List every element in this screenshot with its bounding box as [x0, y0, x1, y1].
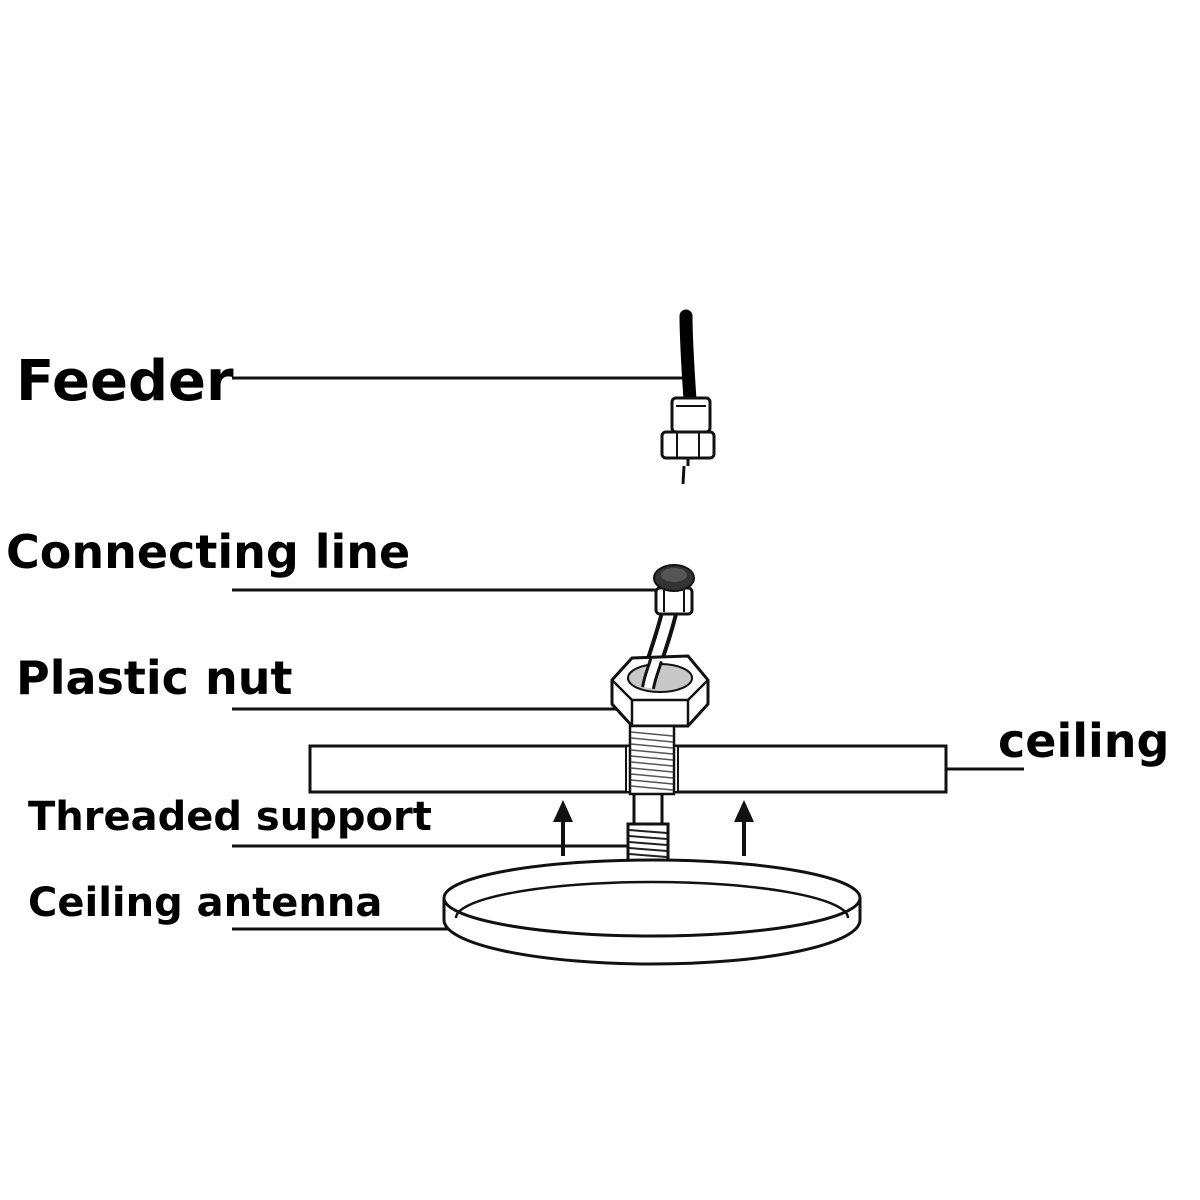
label-feeder: Feeder: [16, 349, 234, 414]
label-ceiling-antenna: Ceiling antenna: [28, 880, 382, 926]
label-plastic-nut: Plastic nut: [16, 651, 292, 705]
up-arrow-icon: [734, 800, 754, 856]
label-ceiling: ceiling: [998, 714, 1169, 768]
up-arrow-icon: [553, 800, 573, 856]
label-connecting-line: Connecting line: [6, 525, 410, 579]
label-threaded-support: Threaded support: [28, 794, 432, 840]
threaded-rod-icon: [626, 724, 676, 866]
hex-nut-icon: [610, 654, 710, 728]
antenna-disc-icon: [442, 858, 862, 966]
connector-icon: [660, 396, 716, 485]
ceiling-board: [308, 744, 948, 794]
feeder-cable-icon: [679, 309, 697, 407]
